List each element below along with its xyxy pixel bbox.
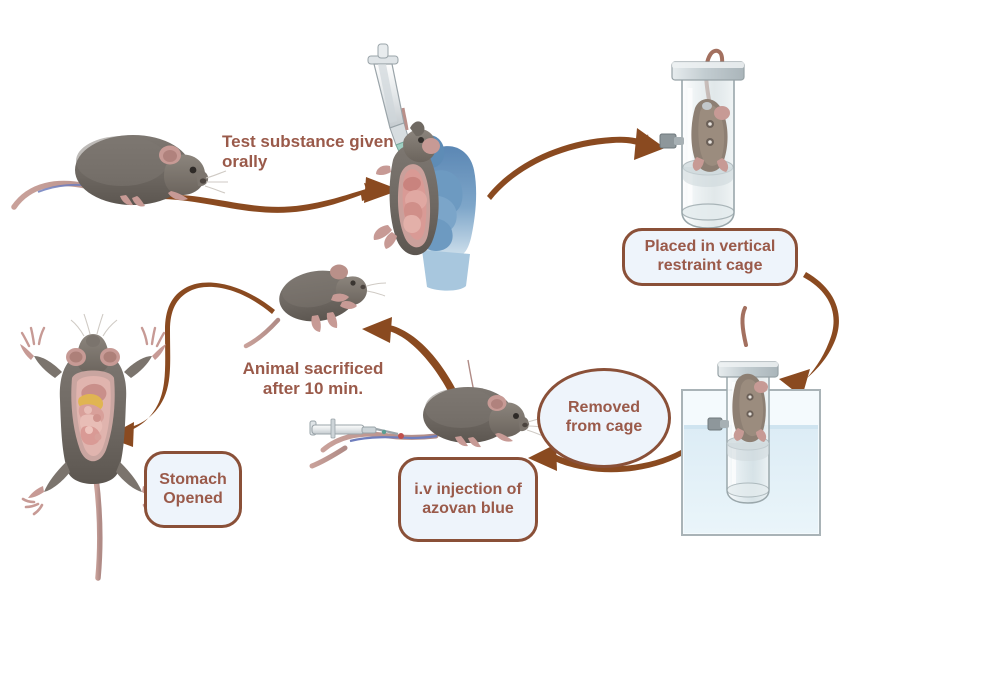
arrow-restraint-cage-to-water-bath bbox=[779, 272, 839, 397]
arrow-water-bath-to-injection bbox=[528, 444, 688, 473]
label-animal-sacrificed-after-10-min: Animal sacrificed after 10 min. bbox=[222, 356, 404, 402]
sacrificed-mouse bbox=[243, 264, 387, 349]
label-text: Stomach Opened bbox=[159, 470, 227, 507]
mouse-untreated bbox=[11, 135, 229, 210]
dissected-mouse-stomach-opened bbox=[20, 313, 166, 581]
arrow-mouse-to-gavage bbox=[133, 177, 400, 213]
oral-gavage-mouse-in-gloved-hand bbox=[367, 43, 477, 291]
label-iv-injection-of-azovan-blue: i.v injection of azovan blue bbox=[398, 457, 538, 542]
label-test-substance-given-orally: Test substance given orally bbox=[222, 126, 404, 178]
label-removed-from-cage: Removed from cage bbox=[537, 368, 671, 468]
mouse-tail-vein-injection bbox=[309, 359, 549, 469]
label-text: i.v injection of azovan blue bbox=[414, 480, 522, 517]
label-text: Test substance given orally bbox=[222, 131, 394, 171]
label-stomach-opened: Stomach Opened bbox=[144, 451, 242, 528]
injection-syringe bbox=[309, 418, 404, 439]
mouse-in-vertical-restraint-cage bbox=[659, 48, 745, 229]
restraint-cage-in-water-bath bbox=[681, 306, 821, 536]
label-text: Animal sacrificed after 10 min. bbox=[242, 358, 384, 398]
label-placed-in-vertical-restraint-cage: Placed in vertical restraint cage bbox=[622, 228, 798, 286]
label-text: Placed in vertical restraint cage bbox=[644, 238, 776, 274]
label-text: Removed from cage bbox=[565, 399, 643, 435]
arrow-gavage-to-restraint-cage bbox=[487, 128, 665, 200]
